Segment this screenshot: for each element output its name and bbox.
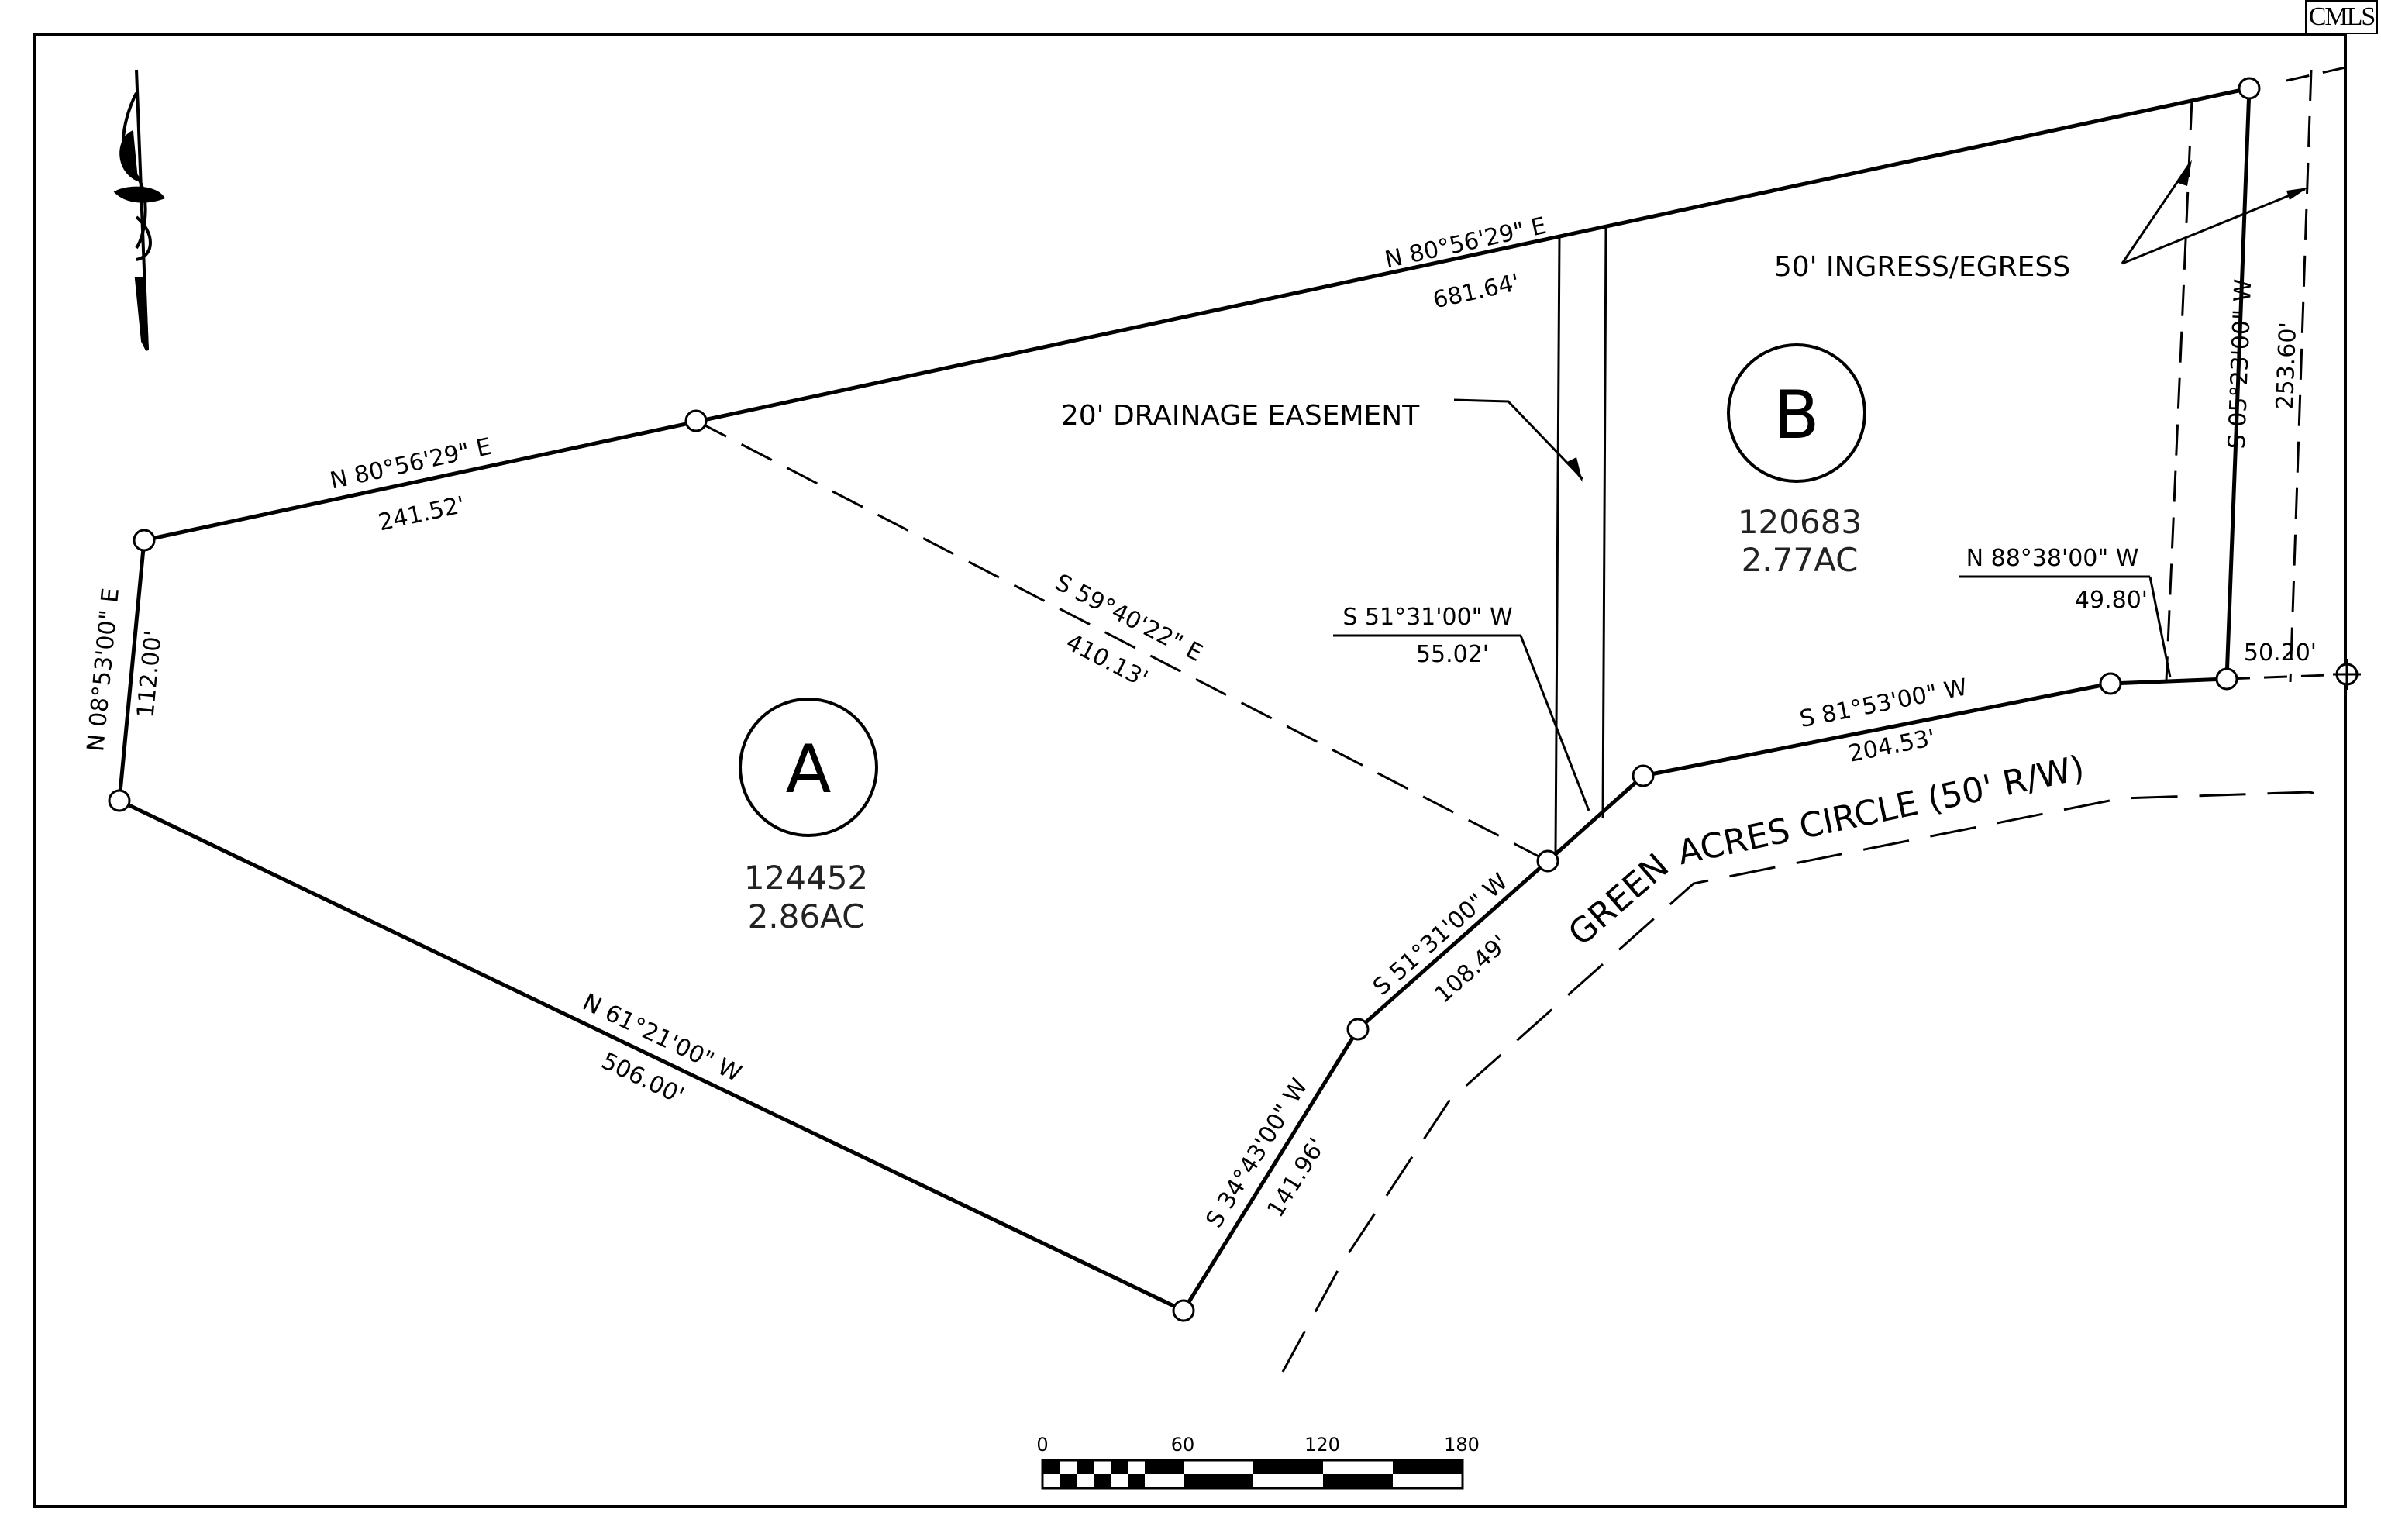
south-boundary-a-line [1181,1028,1360,1312]
parcel-b-acres: 2.77AC [1742,541,1859,579]
ingress-egress-leader [2121,162,2192,264]
drainage-easement-line-west [1554,236,1561,853]
ingress-egress-line-west [2165,98,2193,681]
parcel-b-id: B [1774,377,1820,454]
ingress-egress-leader [2121,188,2306,265]
road-front-bearing: S 81°53'00" W [1797,674,1969,733]
drainage-easement-leader [1453,398,1584,481]
parcel-a-number: 124452 [744,859,868,897]
parcel-b-number: 120683 [1738,503,1862,541]
cmls-watermark-logo: CMLS [2305,0,2378,34]
corner-marker [2215,667,2238,691]
drainage-easement-label: 20' DRAINAGE EASEMENT [1061,400,1420,432]
corner-marker [1632,764,1655,787]
corner-marker [2099,672,2122,695]
south-boundary-c-line [1546,774,1645,863]
scale-tick-0: 0 [1036,1434,1048,1456]
boundary-lines [117,86,2252,1313]
corner-marker [1536,849,1559,873]
ingress-egress-arrowhead [2286,188,2308,200]
drainage-easement-arrowhead [1567,457,1583,482]
west-distance: 112.00' [133,629,167,719]
corner-marker [133,529,156,552]
corner-markers [108,77,2359,1322]
road-front-line [1642,681,2111,778]
callout-south-leader [1519,635,1590,811]
road-front-end-line [2110,677,2228,686]
callout-east-bearing: N 88°38'00" W [1966,545,2139,572]
scale-tick-60: 60 [1171,1434,1195,1456]
road-right-of-way-line [1281,791,2334,1373]
corner-marker [2238,77,2261,100]
southwest-boundary-line [118,798,1185,1313]
scale-bar: 0 60 120 180 [1036,1434,1480,1490]
ingress-egress-line-east [2289,69,2313,683]
road-name-word-2: ACRES CIRCLE (50' R/W) [1674,748,2088,873]
parcel-a-circle [739,698,878,837]
end-segment-distance: 50.20' [2244,639,2317,667]
ingress-top-dashed-line [2286,64,2357,82]
road-name-word-1: GREEN [1561,846,1676,954]
north-arrow-icon [113,69,166,351]
callout-east-distance: 49.80' [2075,587,2148,614]
corner-marker [108,789,131,812]
division-line [695,419,1549,863]
callout-south-distance: 55.02' [1416,641,1489,668]
east-distance: 253.60' [2272,322,2302,410]
sheet-border [33,33,2347,1508]
callout-south-bearing: S 51°31'00" W [1342,604,1512,631]
scale-tick-180: 180 [1444,1434,1480,1456]
scale-tick-120: 120 [1304,1434,1340,1456]
parcel-b-circle [1727,343,1866,483]
north-upper-distance: 681.64' [1431,269,1522,314]
callout-east-leader [2148,576,2172,678]
parcel-a-acres: 2.86AC [748,897,865,935]
north-upper-bearing: N 80°56'29" E [1383,212,1549,274]
north-lower-distance: 241.52' [376,491,467,536]
east-boundary-line [2224,88,2252,680]
ingress-egress-label: 50' INGRESS/EGRESS [1774,251,2070,283]
ingress-egress-arrowhead [2178,160,2192,186]
parcel-a-id: A [786,731,832,808]
drainage-easement-line-east [1601,227,1607,819]
south-boundary-b-line [1356,860,1549,1031]
corner-marker [1172,1299,1195,1322]
north-lower-bearing: N 80°56'29" E [328,433,494,495]
end-segment-dashed-line [2226,673,2349,680]
corner-marker [684,409,708,432]
road-front-distance: 204.53' [1846,724,1938,767]
corner-marker [1346,1018,1370,1041]
west-bearing: N 08°53'00" E [82,587,125,753]
west-boundary-line [117,539,146,801]
east-bearing: S 05°23'00" W [2224,278,2257,450]
north-boundary-line [143,86,2250,543]
